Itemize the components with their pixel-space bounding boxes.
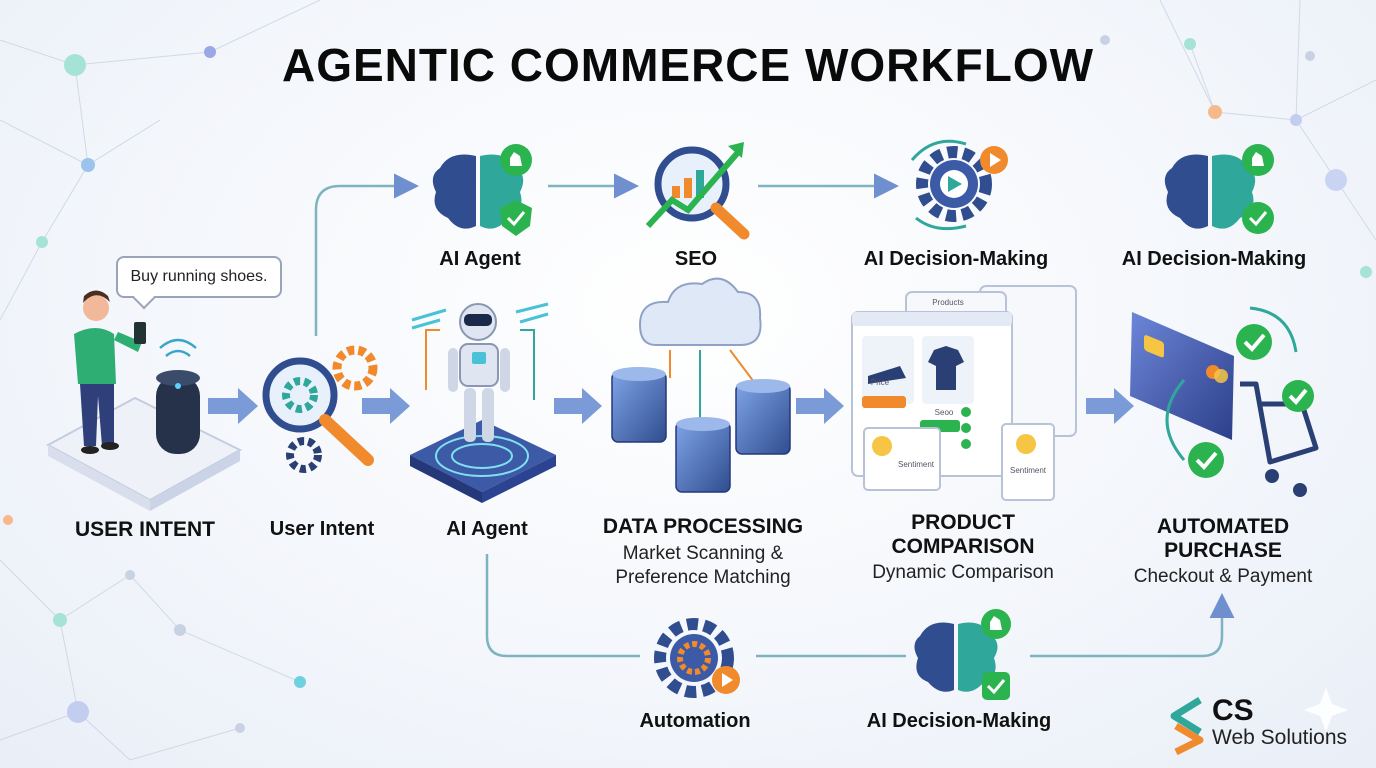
arrow-5 (1086, 388, 1134, 424)
arrow-3 (554, 388, 602, 424)
brain-check-icon-3 (914, 609, 1011, 700)
logo-mark (1170, 697, 1204, 756)
label-user-intent-main: USER INTENT (74, 518, 215, 541)
connector-agent-to-automation (485, 554, 640, 658)
background-dots (3, 35, 1372, 733)
label-bottom-decision: AI Decision-Making (866, 710, 1052, 732)
card-cart-icon (1130, 306, 1319, 497)
label-product-comparison-sub: Dynamic Comparison (872, 562, 1054, 583)
label-data-processing-sub-1: Market Scanning & (622, 543, 784, 564)
arrow-2 (362, 388, 410, 424)
label-product-comparison-2: COMPARISON (891, 535, 1035, 558)
label-automated-purchase-1: AUTOMATED (1156, 515, 1290, 538)
arrow-1 (208, 388, 258, 424)
label-top-decision-2: AI Decision-Making (1121, 248, 1307, 270)
seo-chart-icon (645, 142, 750, 240)
connector-decision-to-purchase (1030, 593, 1235, 658)
label-automated-purchase-2: PURCHASE (1164, 539, 1282, 562)
label-automated-purchase-sub: Checkout & Payment (1133, 566, 1313, 587)
label-automation: Automation (639, 710, 751, 732)
screen-label-price: Price (870, 378, 890, 387)
screen-label-sentiment-2: Sentiment (1009, 466, 1047, 475)
logo-text-cs: CS (1212, 694, 1254, 727)
user-intent-illustration (45, 290, 243, 511)
robot-platform-icon (410, 302, 556, 503)
label-user-intent: User Intent (269, 518, 375, 540)
page-title: AGENTIC COMMERCE WORKFLOW (281, 39, 1095, 91)
screen-label-seoo: Seoo (934, 408, 954, 417)
label-top-seo: SEO (674, 248, 718, 270)
label-data-processing-sub-2: Preference Matching (615, 567, 791, 588)
main-flow-arrows (208, 388, 1134, 424)
comparison-screens-icon (851, 285, 1077, 501)
label-top-ai-agent: AI Agent (439, 248, 521, 270)
magnifier-gears-icon (262, 345, 378, 473)
label-ai-agent: AI Agent (446, 518, 528, 540)
automation-gear-icon (654, 618, 740, 698)
arrow-4 (796, 388, 844, 424)
cloud-database-icon (611, 277, 791, 493)
gear-play-icon (910, 139, 1008, 231)
label-data-processing: DATA PROCESSING (602, 515, 804, 538)
connector-intent-to-top (314, 173, 419, 336)
label-product-comparison-1: PRODUCT (911, 511, 1015, 534)
sparkle-icon (1304, 688, 1348, 732)
screen-label-products: Products (932, 298, 964, 307)
speech-bubble: Buy running shoes. (116, 256, 282, 298)
screen-label-sentiment-1: Sentiment (897, 460, 935, 469)
brain-check-icon (432, 144, 532, 236)
connectors (314, 173, 1235, 658)
brain-check-icon-2 (1164, 144, 1274, 234)
logo-text-web-solutions: Web Solutions (1212, 726, 1348, 749)
label-top-decision-1: AI Decision-Making (863, 248, 1049, 270)
